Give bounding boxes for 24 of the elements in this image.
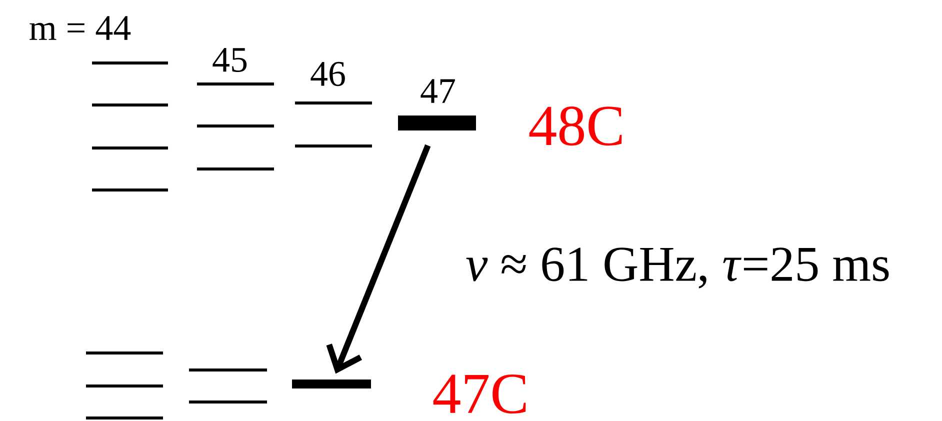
level-number: m = 44 xyxy=(30,16,131,40)
energy-level-bar xyxy=(86,384,163,388)
energy-level-bar xyxy=(189,368,267,372)
energy-level-bar xyxy=(92,104,168,106)
energy-level-bar xyxy=(92,62,168,64)
energy-level-bar xyxy=(398,116,476,130)
energy-level-bar xyxy=(292,380,371,388)
level-number: 47 xyxy=(420,79,455,103)
energy-level-bar xyxy=(197,168,274,170)
level-number: 46 xyxy=(310,62,345,86)
energy-level-bar xyxy=(197,124,274,128)
edge-label: ν ≈ 61 GHz, τ=25 ms xyxy=(464,246,892,290)
energy-level-bar xyxy=(86,352,163,354)
energy-level-bar xyxy=(197,82,274,86)
energy-level-bar xyxy=(295,144,372,148)
level-number: 45 xyxy=(212,48,247,72)
arrow xyxy=(326,144,431,374)
energy-level-bar xyxy=(295,102,372,104)
energy-level-bar xyxy=(189,400,267,404)
energy-level-bar xyxy=(92,188,168,192)
energy-level-bar xyxy=(92,146,168,150)
state-label: 47C xyxy=(433,374,526,414)
state-label: 48C xyxy=(529,106,622,146)
energy-level-bar xyxy=(86,416,163,420)
